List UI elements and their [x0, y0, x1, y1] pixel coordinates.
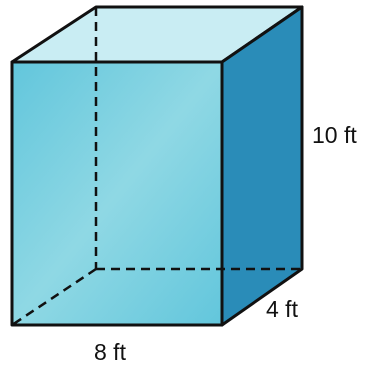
depth-label: 4 ft [266, 296, 299, 322]
side-face [220, 5, 304, 327]
width-label: 8 ft [94, 339, 127, 365]
front-face [10, 60, 224, 327]
height-label: 10 ft [312, 122, 357, 148]
hidden-edge-diagonal [11, 267, 97, 327]
